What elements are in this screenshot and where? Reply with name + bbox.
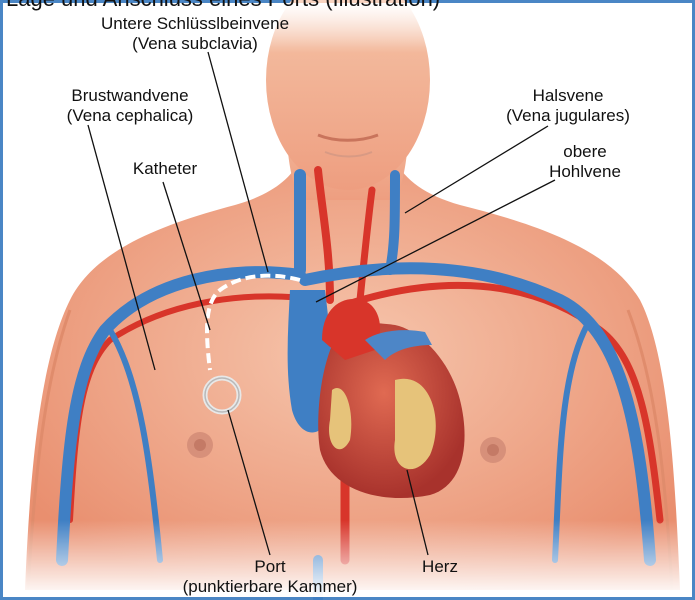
label-port-line1: Port [150,557,390,577]
label-port-line2: (punktierbare Kammer) [150,577,390,597]
label-herz: Herz [405,557,475,577]
label-halsvene: Halsvene (Vena jugulares) [478,86,658,126]
label-port: Port (punktierbare Kammer) [150,557,390,597]
label-halsvene-line2: (Vena jugulares) [478,106,658,126]
label-vena-cephalica-line1: Brustwandvene [40,86,220,106]
label-vena-cephalica: Brustwandvene (Vena cephalica) [40,86,220,126]
label-vena-subclavia: Untere Schlüsslbeinvene (Vena subclavia) [85,14,305,54]
label-katheter: Katheter [115,159,215,179]
label-vena-cephalica-line2: (Vena cephalica) [40,106,220,126]
label-katheter-line1: Katheter [115,159,215,179]
label-obere-hohlvene: obere Hohlvene [530,142,640,182]
label-obere-hohlvene-line1: obere [530,142,640,162]
label-vena-subclavia-line1: Untere Schlüsslbeinvene [85,14,305,34]
label-obere-hohlvene-line2: Hohlvene [530,162,640,182]
label-halsvene-line1: Halsvene [478,86,658,106]
label-vena-subclavia-line2: (Vena subclavia) [85,34,305,54]
label-herz-line1: Herz [405,557,475,577]
figure-caption: Lage und Anschluss eines Ports (Illustra… [0,0,695,12]
